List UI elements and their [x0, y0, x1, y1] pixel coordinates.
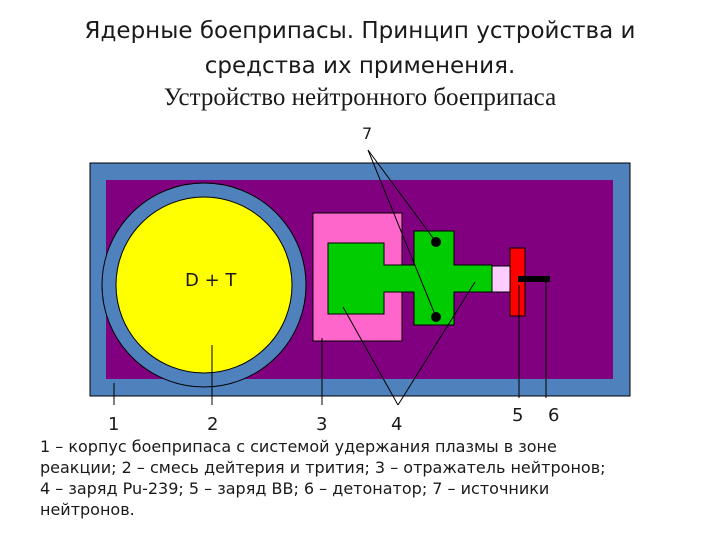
- callout-6: 6: [548, 405, 559, 426]
- detonator: [518, 276, 550, 282]
- callout-1: 1: [108, 414, 119, 435]
- leader-line-7a: [367, 149, 437, 243]
- dt-sphere: [115, 196, 293, 374]
- callout-7: 7: [362, 124, 372, 143]
- diagram-subtitle: Устройство нейтронного боеприпаса: [163, 84, 557, 111]
- title-line-1: Ядерные боеприпасы. Принцип устройства и: [84, 18, 636, 44]
- callout-4: 4: [391, 414, 402, 435]
- legend-line: реакции; 2 – смесь дейтерия и трития; 3 …: [40, 458, 606, 477]
- page-title: Ядерные боеприпасы. Принцип устройства и…: [0, 14, 720, 84]
- leader-line-7b: [367, 149, 437, 318]
- dt-label: D + T: [185, 270, 237, 291]
- hollow-channel: [491, 265, 512, 293]
- legend-line: 4 – заряд Pu-239; 5 – заряд ВВ; 6 – дето…: [40, 479, 550, 498]
- legend-line: 1 – корпус боеприпаса с системой удержан…: [40, 437, 557, 456]
- leader-line-4b: [397, 281, 476, 406]
- callout-2: 2: [207, 414, 218, 435]
- legend-line: нейтронов.: [40, 500, 135, 519]
- callout-5: 5: [512, 405, 523, 426]
- leader-lines: [113, 149, 547, 406]
- leader-line-4a: [342, 306, 399, 406]
- legend: 1 – корпус боеприпаса с системой удержан…: [40, 436, 700, 520]
- callout-3: 3: [316, 414, 327, 435]
- title-line-2: средства их применения.: [204, 53, 516, 79]
